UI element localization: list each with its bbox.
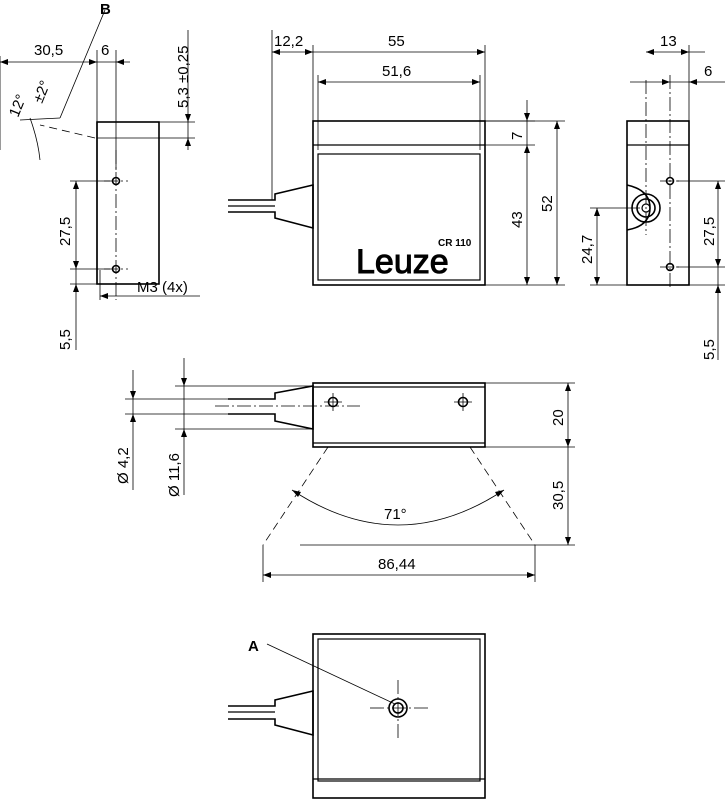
cable-front (228, 183, 314, 230)
dim-20: 20 (550, 409, 567, 426)
left-side-view: 30,5 6 5,3 ±0,25 B 12° ±2° 27,5 5,5 (0, 1, 200, 350)
brand-logo: Leuze (356, 243, 449, 281)
dim-12-2: 12,2 (274, 33, 303, 50)
dim-30-5-top: 30,5 (550, 481, 567, 510)
dim-52: 52 (539, 195, 556, 212)
bottom-front-view: A (228, 633, 486, 799)
fov-right-edge (469, 446, 536, 546)
callout-b: B (100, 1, 111, 18)
thread-label: M3 (4x) (137, 279, 188, 296)
angle-tol: ±2° (30, 78, 54, 105)
model-label: CR 110 (438, 238, 472, 249)
cable-top (228, 385, 314, 430)
dim-13: 13 (660, 33, 677, 50)
dim-51-6: 51,6 (382, 63, 411, 80)
bottom-housing-outline (312, 633, 486, 799)
dim-55: 55 (388, 33, 405, 50)
dim-43: 43 (509, 211, 526, 228)
dim-5-3: 5,3 ±0,25 (175, 46, 192, 108)
dim-7: 7 (509, 132, 526, 140)
dim-24-7: 24,7 (579, 235, 596, 264)
dim-86-44: 86,44 (378, 556, 416, 573)
angle-12: 12° (6, 92, 30, 119)
angle-71: 71° (384, 506, 407, 523)
dim-cable-dia: Ø 4,2 (115, 447, 132, 484)
dim-5-5-right: 5,5 (701, 339, 718, 360)
right-side-view: 13 6 24,7 27,5 5,5 (579, 33, 725, 360)
angle-arc (291, 489, 505, 526)
dim-27-5-left: 27,5 (57, 217, 74, 246)
top-view: Ø 4,2 Ø 11,6 20 30,5 71° 86,44 (115, 358, 575, 582)
dim-27-5-right: 27,5 (701, 217, 718, 246)
dim-30-5: 30,5 (34, 42, 63, 59)
cable-gland-side (626, 184, 651, 231)
fov-left-edge (262, 446, 329, 546)
dim-5-5-left: 5,5 (57, 329, 74, 350)
right-housing-outline (626, 120, 690, 286)
left-housing-outline (96, 121, 160, 285)
front-view: CR 110 Leuze 12,2 55 51,6 7 43 (228, 30, 565, 286)
dim-6-left: 6 (101, 42, 109, 59)
top-housing-outline (312, 382, 486, 448)
cable-bottom (228, 689, 314, 737)
callout-a: A (248, 638, 259, 655)
dim-6-right: 6 (704, 63, 712, 80)
dim-gland-dia: Ø 11,6 (166, 453, 183, 497)
